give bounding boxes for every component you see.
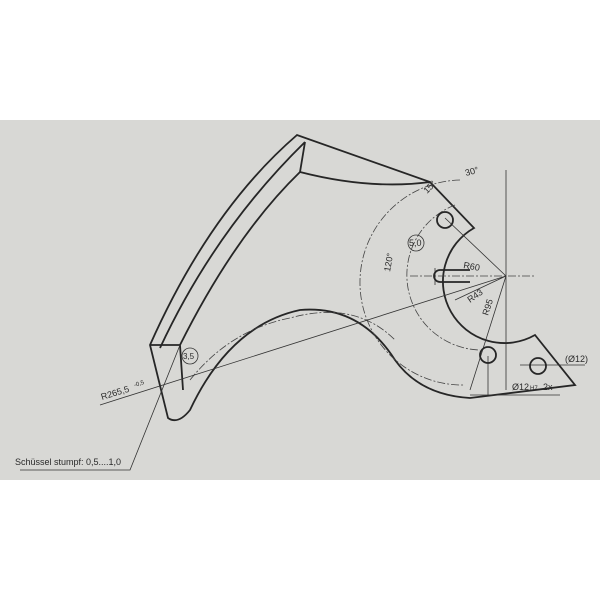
hole-diameter: Ø12: [512, 382, 529, 392]
dim-radius-60: R60: [463, 260, 481, 273]
hole-bottom: [479, 346, 497, 364]
leader-lines: [20, 217, 585, 471]
hole-top: [436, 211, 454, 229]
dim-thickness-3-5: 3,5: [183, 352, 195, 361]
hole-tolerance: H7: [530, 386, 538, 392]
dim-hole-main: Ø12 H7 2x: [512, 382, 553, 392]
paper-sheet: [0, 120, 600, 480]
thickness-bubble-5: [407, 234, 425, 252]
dim-angle-120: 120°: [382, 252, 395, 272]
dim-hole-reference: (Ø12): [565, 354, 588, 364]
dim-angle-30: 30°: [464, 165, 480, 178]
slot: [433, 269, 470, 283]
hole-reference: [529, 357, 547, 375]
blade-inner-edge: [150, 141, 431, 391]
arc-r95: [359, 179, 466, 386]
dim-thickness-5: 5,0: [409, 238, 422, 248]
radius-265-tolerance: -0,5: [133, 380, 145, 389]
note-edge-dull: Schüssel stumpf: 0,5....1,0: [15, 457, 121, 467]
arc-r60: [406, 204, 481, 351]
blade-outline: [149, 133, 577, 422]
dim-radius-95: R95: [480, 298, 495, 317]
hole-count: 2x: [543, 382, 553, 392]
thickness-bubble-3-5: [181, 347, 199, 365]
